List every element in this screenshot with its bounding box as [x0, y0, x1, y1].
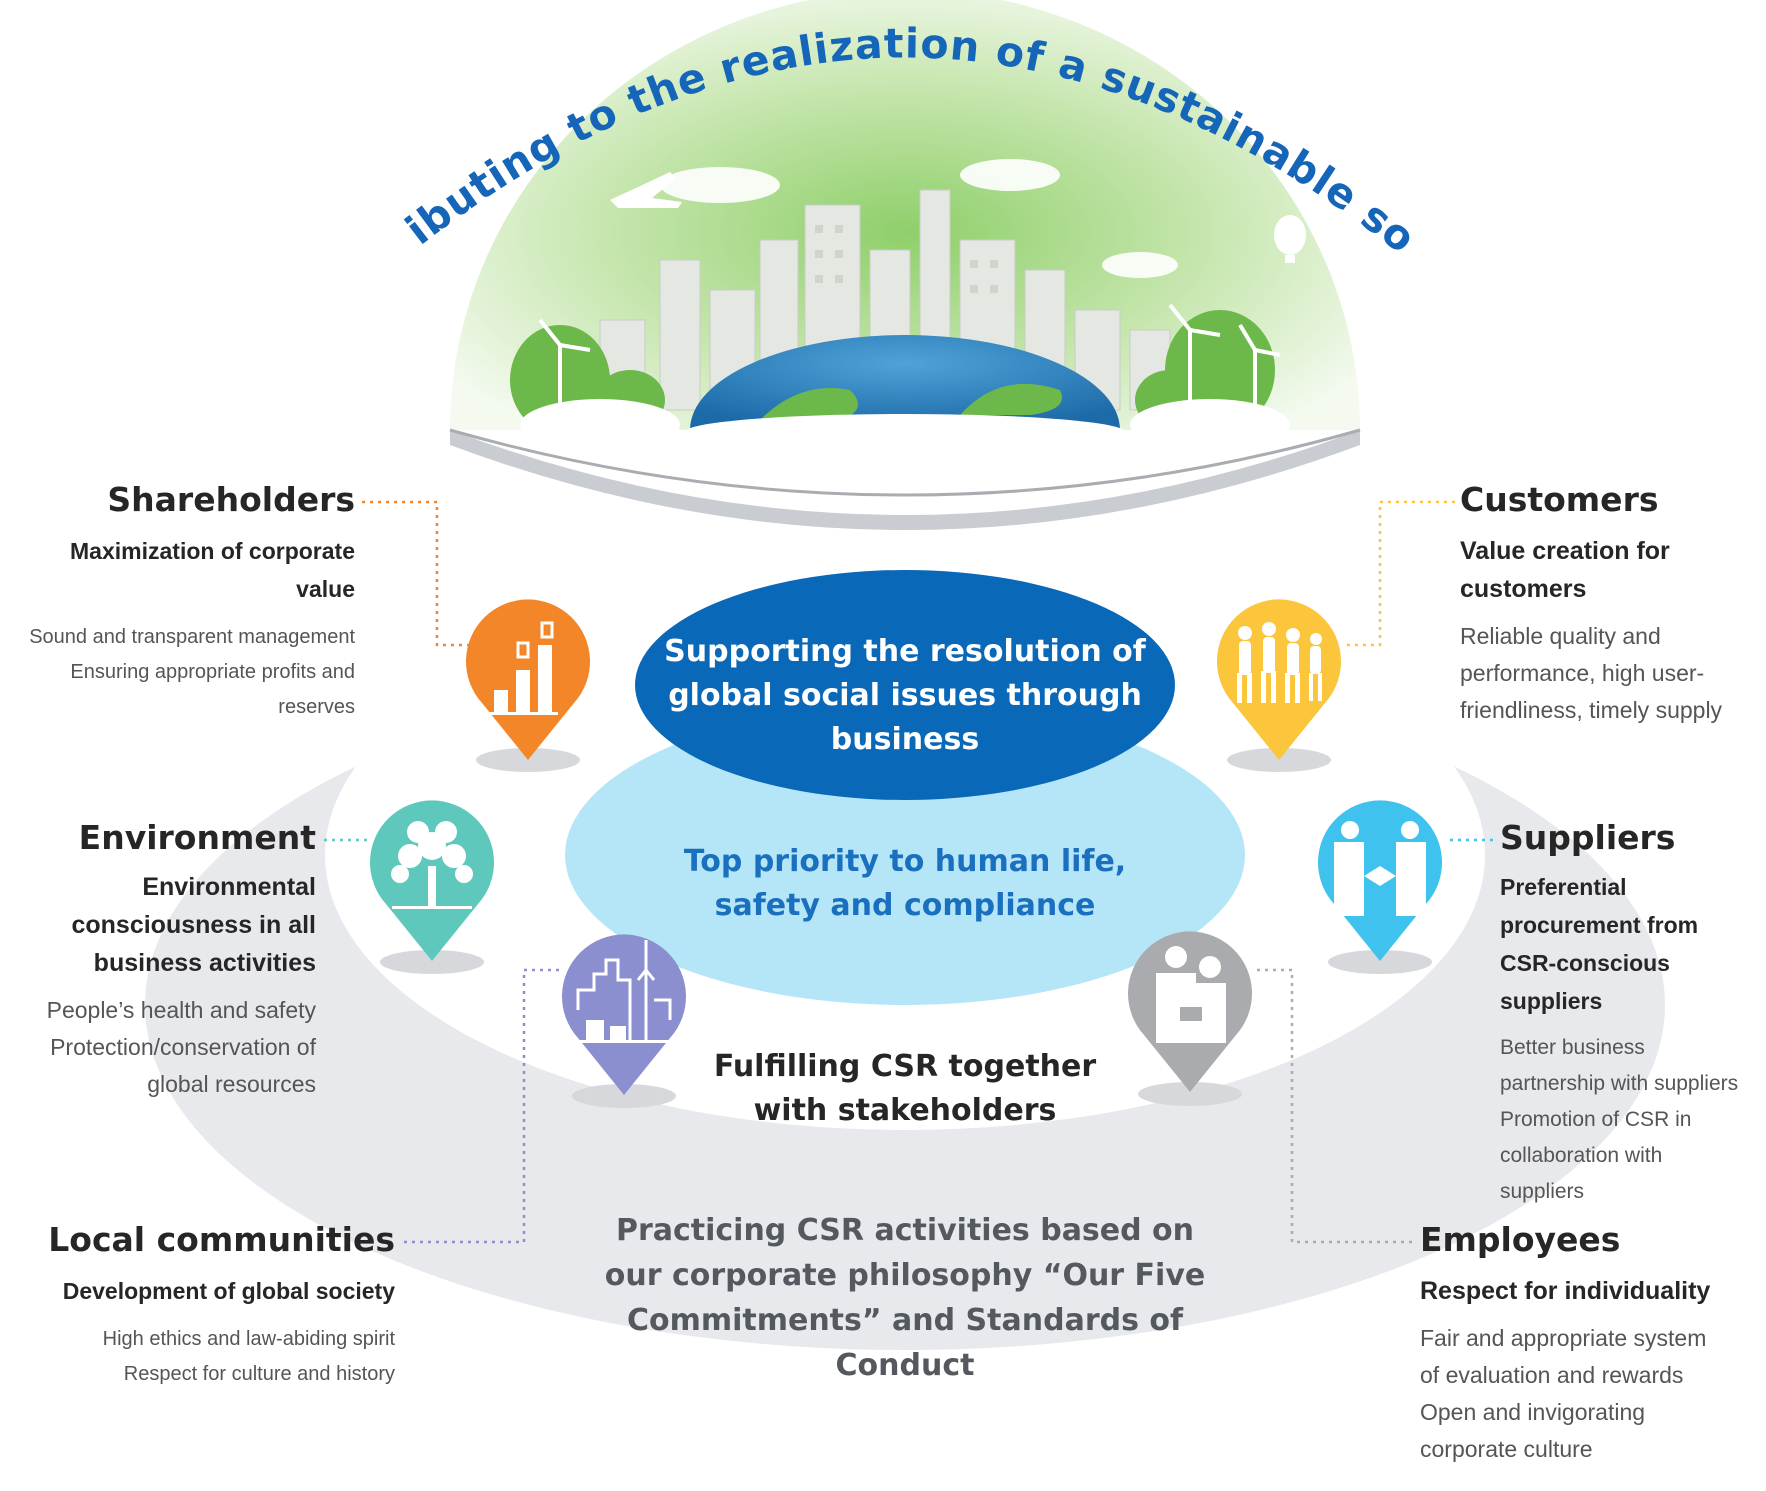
city-skyline-icon — [576, 940, 672, 1040]
shareholders-detail: Sound and transparent management — [29, 626, 355, 648]
customers-subtitle: Value creation for customers — [1460, 537, 1670, 603]
environment-detail: Protection/conservation of global resour… — [50, 1034, 316, 1097]
employees-pin — [1128, 931, 1252, 1092]
top-ellipse — [635, 570, 1175, 800]
local-communities-pin — [562, 934, 686, 1095]
local-communities-block: Local communities Development of global … — [10, 1220, 395, 1392]
employees-subtitle: Respect for individuality — [1420, 1277, 1711, 1305]
bar-chart-icon — [488, 621, 558, 715]
priority-tier-text: Top priority to human life, safety and c… — [683, 844, 1127, 923]
suppliers-subtitle: Preferential procurement from CSR-consci… — [1500, 874, 1699, 1014]
globe-illustration — [450, 0, 1360, 451]
customers-detail: Reliable quality and performance, high u… — [1460, 623, 1723, 723]
local-communities-title: Local communities — [48, 1220, 395, 1259]
priority-ellipse — [565, 705, 1245, 1005]
employees-block: Employees Respect for individuality Fair… — [1420, 1220, 1730, 1468]
shareholders-detail: Ensuring appropriate profits and reserve… — [70, 661, 355, 718]
customers-block: Customers Value creation for customers R… — [1460, 480, 1750, 729]
local-communities-detail: Respect for culture and history — [123, 1363, 395, 1385]
walking-people-icon — [1237, 622, 1322, 703]
suppliers-block: Suppliers Preferential procurement from … — [1500, 818, 1740, 1210]
shareholders-title: Shareholders — [107, 480, 355, 519]
environment-subtitle: Environmental consciousness in all busin… — [71, 873, 316, 977]
employees-title: Employees — [1420, 1220, 1621, 1259]
suppliers-title: Suppliers — [1500, 818, 1676, 857]
employees-detail: Fair and appropriate system of evaluatio… — [1420, 1325, 1707, 1388]
philosophy-tier-text: Practicing CSR activities based on our c… — [604, 1213, 1206, 1383]
customers-pin — [1217, 599, 1341, 760]
stakeholders-tier-text: Fulfilling CSR together with stakeholder… — [713, 1049, 1097, 1128]
suppliers-detail: Better business partnership with supplie… — [1500, 1036, 1739, 1095]
business-people-icon — [1156, 946, 1226, 1043]
shareholders-block: Shareholders Maximization of corporate v… — [10, 480, 355, 725]
customers-title: Customers — [1460, 480, 1659, 519]
environment-pin — [370, 800, 495, 961]
suppliers-pin — [1318, 800, 1442, 961]
environment-title: Environment — [78, 818, 316, 857]
environment-block: Environment Environmental consciousness … — [10, 818, 316, 1103]
local-communities-subtitle: Development of global society — [62, 1278, 395, 1304]
top-tier-text: Supporting the resolution of global soci… — [664, 634, 1146, 757]
shareholders-pin — [466, 599, 590, 760]
tree-icon — [391, 821, 473, 909]
environment-detail: People’s health and safety — [46, 997, 316, 1023]
shareholders-subtitle: Maximization of corporate value — [70, 538, 355, 602]
suppliers-detail: Promotion of CSR in collaboration with s… — [1500, 1108, 1692, 1203]
handshake-icon — [1334, 821, 1426, 916]
local-communities-detail: High ethics and law-abiding spirit — [102, 1328, 395, 1350]
employees-detail: Open and invigorating corporate culture — [1420, 1399, 1646, 1462]
